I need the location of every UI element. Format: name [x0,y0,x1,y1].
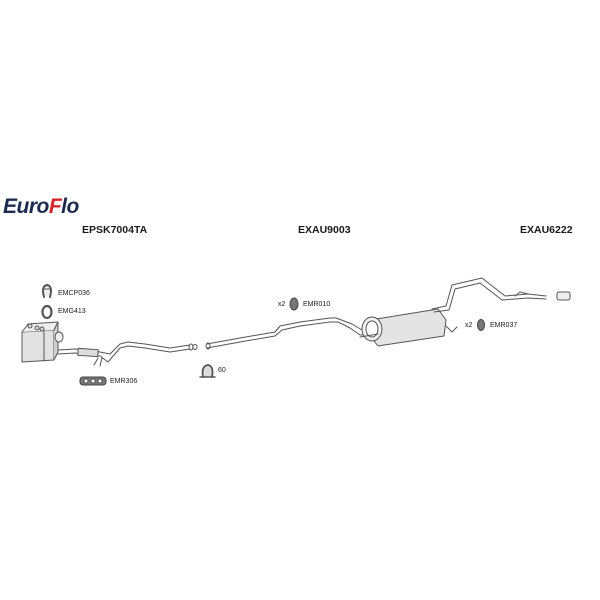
hanger-icon [289,297,299,311]
qty-label-emr037: x2 [465,322,473,329]
euroflo-logo: EuroFlo [3,195,79,218]
part-label-emcp036: EMCP036 [58,290,90,297]
tail-trim [556,291,571,301]
rear-silencer [359,308,447,347]
gasket-icon [41,304,53,320]
qty-label-emr010: x2 [278,301,286,308]
part-code-front-dpf: EPSK7004TA [82,224,148,236]
clamp-icon [42,284,52,298]
part-label-60: 60 [218,367,226,374]
part-code-middle-pipe: EXAU9003 [298,224,351,236]
part-label-emg413: EMG413 [58,308,86,315]
hanger-icon [477,319,485,331]
dpf-unit [21,321,64,363]
part-label-emr037: EMR037 [490,322,518,329]
u-clamp-icon [199,364,216,378]
part-label-emr306: EMR306 [110,378,138,385]
rubber-mount-icon [79,376,107,386]
part-code-rear-box: EXAU6222 [520,224,573,236]
part-label-emr010: EMR010 [303,301,331,308]
flex-section [77,347,99,358]
